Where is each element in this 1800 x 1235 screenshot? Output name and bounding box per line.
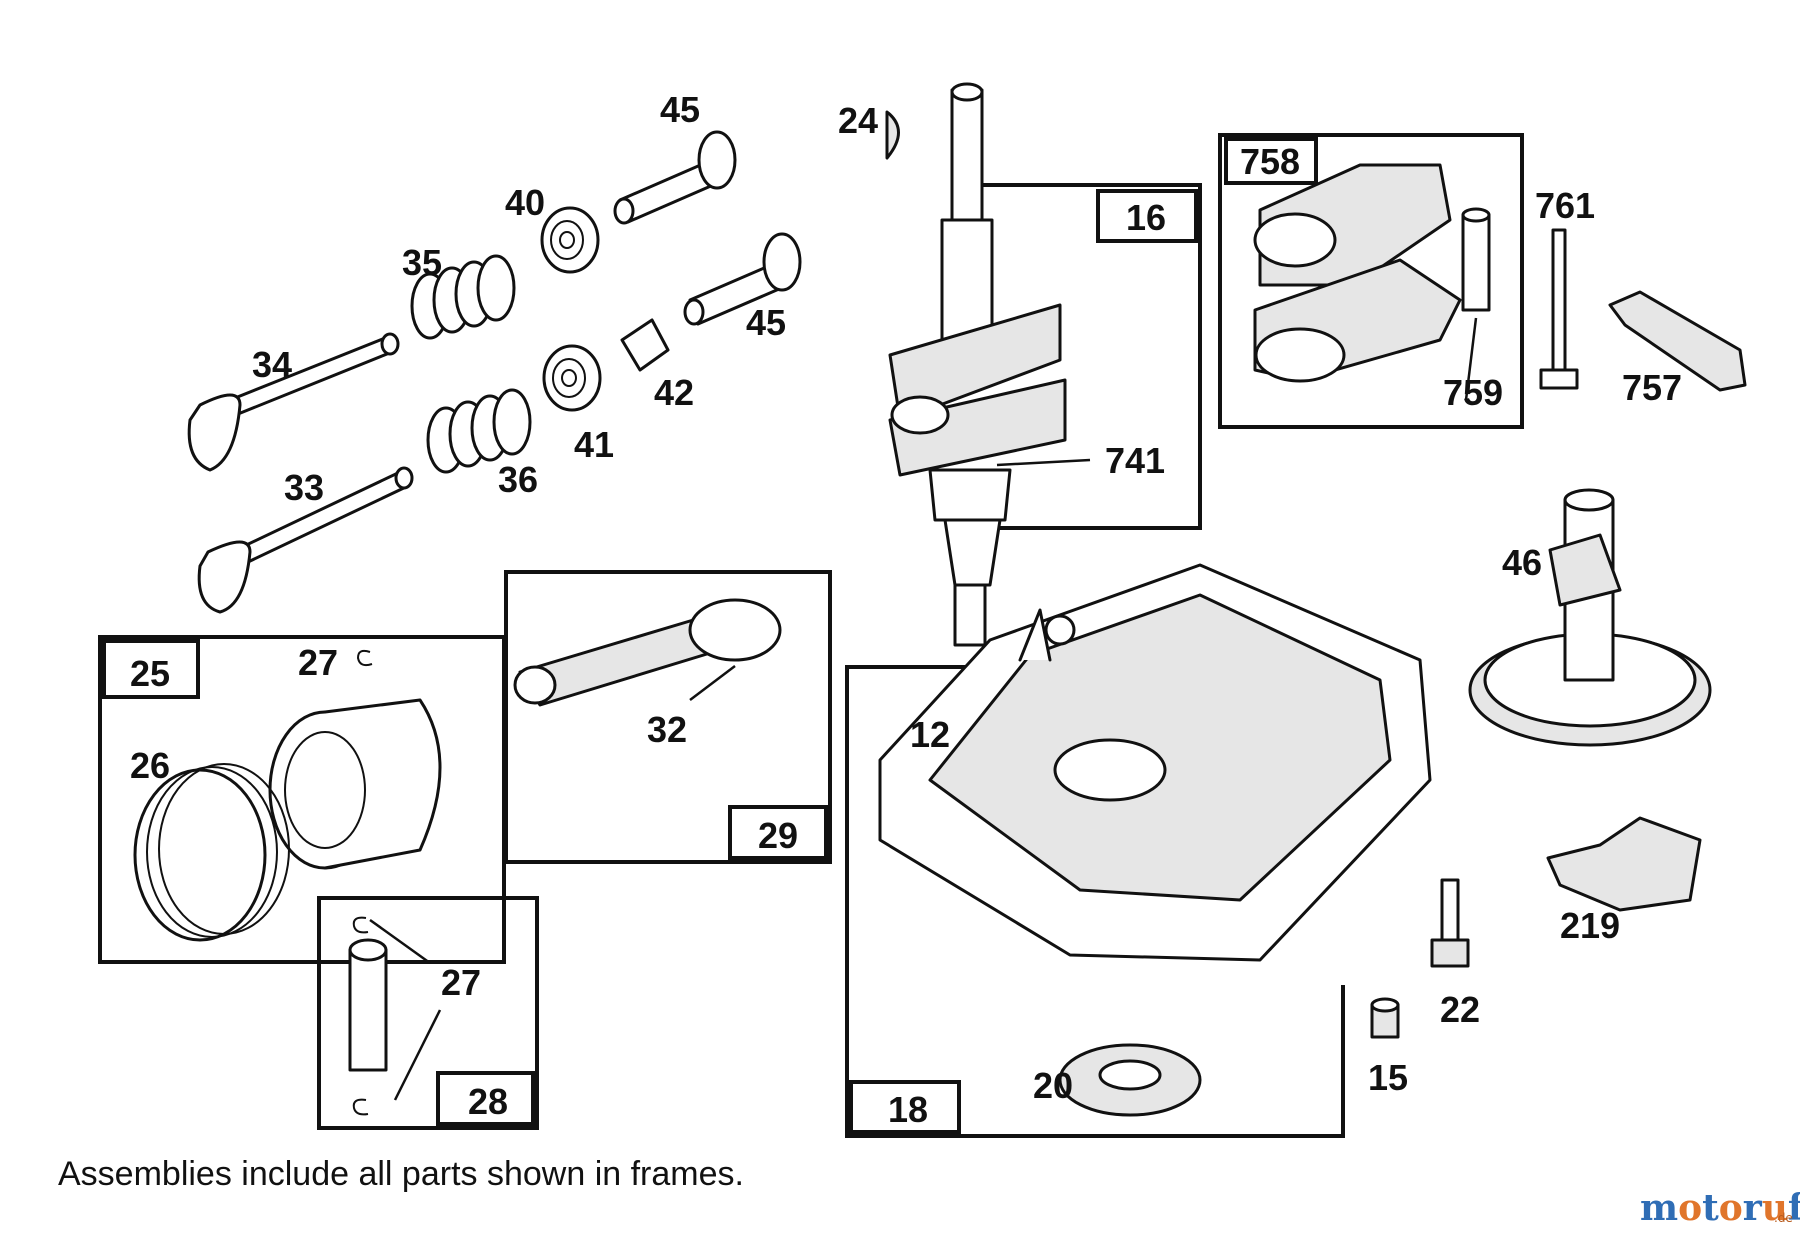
tappet-upper-drawing <box>613 130 737 225</box>
label-758: 758 <box>1240 141 1300 182</box>
keeper-drawing <box>620 318 670 372</box>
assembly-frames <box>98 133 1524 1138</box>
tag-box-29 <box>728 805 828 860</box>
label-24: 24 <box>838 100 878 141</box>
watermark-letter: u <box>1762 1187 1788 1229</box>
wrist-pin-drawing <box>348 916 388 1116</box>
frame-29 <box>504 570 832 864</box>
bolt-22-drawing <box>1430 878 1470 968</box>
tag-box-18 <box>849 1080 961 1134</box>
label-26: 26 <box>130 745 170 786</box>
retainer-upper-drawing <box>540 206 600 274</box>
clip-27-top-drawing <box>356 649 373 667</box>
label-759: 759 <box>1443 372 1503 413</box>
watermark-suffix: .de <box>1774 1211 1793 1225</box>
label-219: 219 <box>1560 905 1620 946</box>
label-741: 741 <box>1105 440 1165 481</box>
tag-box-25 <box>102 639 200 699</box>
watermark-letter: t <box>1702 1187 1719 1229</box>
crankshaft-drawing <box>888 82 1067 647</box>
governor-crank-drawing <box>1253 163 1462 383</box>
frame-28 <box>317 896 539 1130</box>
frame-16 <box>952 183 1202 530</box>
spring-upper-drawing <box>410 254 516 340</box>
label-46: 46 <box>1502 542 1542 583</box>
part-number-labels: 45 24 40 35 45 34 42 41 36 33 741 759 76… <box>130 89 1682 1106</box>
watermark-letter: o <box>1678 1187 1702 1229</box>
label-22: 22 <box>1440 989 1480 1030</box>
watermark-letter: o <box>1719 1187 1743 1229</box>
label-18: 18 <box>888 1089 928 1130</box>
label-27-top: 27 <box>298 642 338 683</box>
tag-box-28 <box>436 1071 535 1126</box>
governor-219-drawing <box>1546 816 1702 912</box>
tappet-lower-drawing <box>683 232 802 326</box>
label-12: 12 <box>910 714 950 755</box>
plug-15-drawing <box>1370 997 1400 1039</box>
piston-rings-drawing <box>133 763 290 942</box>
tag-box-758 <box>1224 137 1318 185</box>
label-35: 35 <box>402 242 442 283</box>
motoruf-watermark: motoruf .de <box>1640 1187 1800 1229</box>
retainer-lower-drawing <box>542 344 602 412</box>
frame-758 <box>1218 133 1524 429</box>
key-drawing <box>885 110 900 160</box>
label-45-lower: 45 <box>746 302 786 343</box>
spring-lower-drawing <box>426 388 532 474</box>
piston-drawing <box>268 698 442 870</box>
watermark-letter: m <box>1640 1187 1678 1229</box>
watermark-logo: motoruf <box>1640 1187 1800 1229</box>
pin-759-drawing <box>1461 207 1491 312</box>
camshaft-drawing <box>1468 488 1712 747</box>
label-16: 16 <box>1126 197 1166 238</box>
leader-lines <box>369 317 1478 1101</box>
label-28: 28 <box>468 1081 508 1122</box>
assemblies-footnote: Assemblies include all parts shown in fr… <box>58 1155 744 1193</box>
label-40: 40 <box>505 182 545 223</box>
watermark-letter: r <box>1743 1187 1763 1229</box>
frame-18 <box>845 665 1345 1138</box>
label-29: 29 <box>758 815 798 856</box>
tag-box-16 <box>1096 189 1198 243</box>
watermark-letter: f <box>1788 1187 1800 1229</box>
label-33: 33 <box>284 467 324 508</box>
label-42: 42 <box>654 372 694 413</box>
seal-20-drawing <box>1058 1043 1202 1117</box>
label-36: 36 <box>498 459 538 500</box>
label-27-lower: 27 <box>441 962 481 1003</box>
label-45-upper: 45 <box>660 89 700 130</box>
connecting-rod-drawing <box>513 598 782 707</box>
link-757-drawing <box>1608 290 1747 392</box>
label-20: 20 <box>1033 1065 1073 1106</box>
label-757: 757 <box>1622 367 1682 408</box>
label-41: 41 <box>574 424 614 465</box>
label-761: 761 <box>1535 185 1595 226</box>
valve-intake-drawing <box>187 332 400 472</box>
label-34: 34 <box>252 344 292 385</box>
label-32: 32 <box>647 709 687 750</box>
label-15: 15 <box>1368 1057 1408 1098</box>
valve-exhaust-drawing <box>197 466 414 614</box>
sump-drawing <box>878 563 1432 962</box>
bolt-761-drawing <box>1539 228 1579 390</box>
label-25: 25 <box>130 653 170 694</box>
